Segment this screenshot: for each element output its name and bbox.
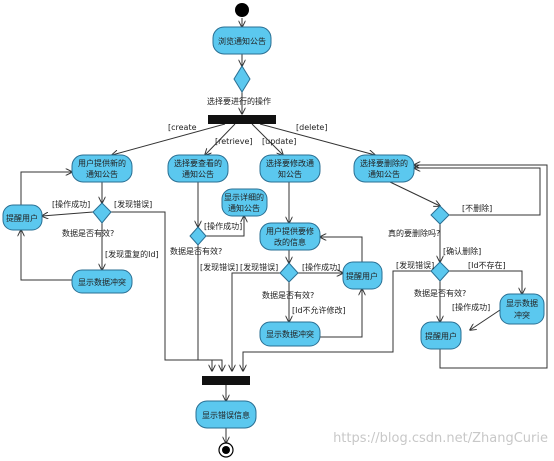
label-found-error-1: [发现错误] xyxy=(114,199,152,209)
activity-conflict-edit: 显示数据冲突 xyxy=(259,321,321,347)
edge-delete-diamond xyxy=(389,181,440,206)
start-node xyxy=(235,3,249,17)
edges xyxy=(20,18,548,443)
edge-conflict-remind-del xyxy=(470,309,501,330)
activity-remind-delete: 提醒用户 xyxy=(420,321,462,350)
activity-show-error: 显示错误信息 xyxy=(195,400,257,429)
label-valid-4: 数据是否有效? xyxy=(414,288,466,298)
activity-browse-line1: 浏览通知公告 xyxy=(218,36,266,46)
label-id-not-exist: [Id不存在] xyxy=(468,260,506,270)
label-create: [create xyxy=(168,123,197,132)
activity-remind-edit: 提醒用户 xyxy=(342,261,383,290)
activity-select-delete-line2: 通知公告 xyxy=(368,169,400,179)
activity-conflict-create: 显示数据冲突 xyxy=(71,269,133,294)
activity-select-edit-line1: 选择要修改通 xyxy=(266,158,314,168)
end-node-ring xyxy=(218,442,234,458)
activity-create-provide-line1: 用户提供新的 xyxy=(78,158,126,168)
edge-view-detail xyxy=(206,216,244,237)
label-found-error-4: [发现错误] xyxy=(396,260,434,270)
activity-select-view: 选择要查看的 通知公告 xyxy=(167,154,229,183)
decision-update-valid xyxy=(279,262,299,283)
activity-conflict-delete-line1: 显示数据 xyxy=(506,298,538,308)
label-id-no-modify: [Id不允许修改] xyxy=(292,305,346,315)
activity-remind-create: 提醒用户 xyxy=(2,204,43,231)
activity-provide-edit-line2: 改的信息 xyxy=(274,237,306,247)
edge-fork-create xyxy=(112,123,226,155)
activity-conflict-delete: 显示数据 冲突 xyxy=(499,293,545,325)
edge-remind-provide xyxy=(320,237,363,262)
activity-select-view-line1: 选择要查看的 xyxy=(174,158,222,168)
label-choose-op: 选择要进行的操作 xyxy=(207,96,271,106)
edge-fork-delete xyxy=(259,123,375,155)
activity-show-error-line1: 显示错误信息 xyxy=(202,410,250,420)
activity-remind-create-line1: 提醒用户 xyxy=(6,213,38,223)
edge-delete-error xyxy=(243,270,431,371)
activity-select-edit-line2: 知公告 xyxy=(278,169,302,179)
edge-create-error xyxy=(111,211,212,371)
activity-provide-edit: 用户提供要修 改的信息 xyxy=(259,222,321,251)
edge-fork-retrieve xyxy=(205,123,236,155)
decision-really-delete xyxy=(430,205,450,225)
edge-remind-loop xyxy=(414,165,548,369)
fork-bar xyxy=(208,115,276,124)
label-op-success-4: [操作成功] xyxy=(452,302,490,312)
edge-delete-conflict xyxy=(449,270,522,294)
activity-show-detail: 显示详细的 通知公告 xyxy=(221,188,268,217)
decision-create-valid xyxy=(92,202,112,224)
label-op-success-1: [操作成功] xyxy=(52,199,90,209)
label-valid-1: 数据是否有效? xyxy=(62,228,114,238)
label-confirm-delete: [确认删除] xyxy=(443,246,481,256)
activity-create-provide: 用户提供新的 通知公告 xyxy=(71,154,133,183)
activity-conflict-create-line1: 显示数据冲突 xyxy=(78,277,126,287)
label-valid-2: 数据是否有效? xyxy=(170,246,222,256)
edge-create-remind xyxy=(42,211,94,216)
edge-remind-create xyxy=(20,172,72,205)
decision-choose-op xyxy=(233,65,251,93)
activity-create-provide-line2: 通知公告 xyxy=(86,169,118,179)
decision-retrieve-valid xyxy=(189,226,207,246)
label-update: [update] xyxy=(262,137,296,146)
activity-select-edit: 选择要修改通 知公告 xyxy=(259,154,321,183)
activity-conflict-edit-line1: 显示数据冲突 xyxy=(266,329,314,339)
edge-edit-error xyxy=(232,272,280,371)
decision-delete-valid xyxy=(430,261,450,282)
label-valid-3: 数据是否有效? xyxy=(262,290,314,300)
activity-browse: 浏览通知公告 xyxy=(212,26,272,55)
activity-remind-edit-line1: 提醒用户 xyxy=(346,271,378,281)
activity-select-view-line2: 通知公告 xyxy=(182,169,214,179)
label-found-error-2: [发现错误] xyxy=(200,262,238,272)
watermark: https://blog.csdn.net/ZhangCurie xyxy=(333,431,548,446)
join-bar xyxy=(202,376,250,385)
label-no-delete: [不删除] xyxy=(462,203,492,213)
edge-view-error xyxy=(197,245,222,371)
activity-conflict-delete-line2: 冲突 xyxy=(514,310,530,320)
label-op-success-3: [操作成功] xyxy=(302,262,340,272)
edge-conflict-remind xyxy=(21,230,72,281)
activity-provide-edit-line1: 用户提供要修 xyxy=(266,226,314,236)
label-really-delete: 真的要删除吗? xyxy=(388,228,440,238)
edge-fork-update xyxy=(251,123,283,155)
label-delete: [delete] xyxy=(296,123,327,132)
activity-select-delete: 选择要删除的 通知公告 xyxy=(353,154,415,183)
edge-nodelete-loop xyxy=(414,168,541,216)
label-op-success-2: [操作成功] xyxy=(204,221,242,231)
label-retrieve: [retrieve] xyxy=(215,137,253,146)
activity-remind-delete-line1: 提醒用户 xyxy=(425,331,457,341)
label-found-error-3: [发现错误] xyxy=(240,262,278,272)
activity-show-detail-line1: 显示详细的 xyxy=(224,192,264,202)
edge-conflict-remind-edit xyxy=(319,289,362,338)
end-node xyxy=(222,446,230,454)
label-dup-id: [发现重复的Id] xyxy=(105,249,159,259)
activity-show-detail-line2: 通知公告 xyxy=(228,203,260,213)
activity-select-delete-line1: 选择要删除的 xyxy=(360,158,408,168)
